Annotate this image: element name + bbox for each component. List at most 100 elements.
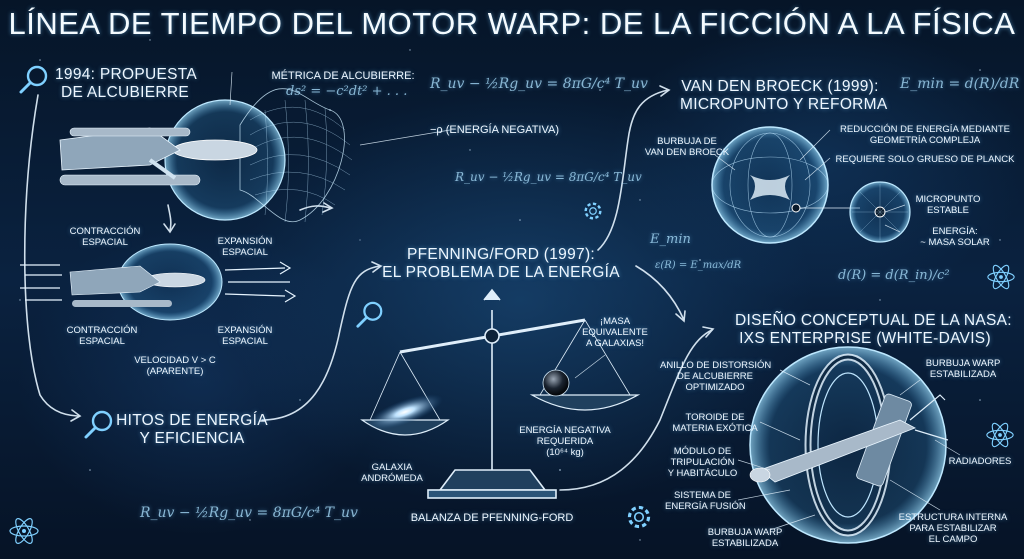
label-line: SISTEMA DE <box>673 490 731 501</box>
label-line: ANDRÓMEDA <box>361 473 423 484</box>
label-line: ESTABILIZADA <box>711 538 779 549</box>
velocity-label: VELOCIDAD V > C (APARENTE) <box>115 355 235 377</box>
label-line: Y HABITÁCULO <box>667 468 738 479</box>
label-line: EQUIVALENTE <box>582 327 648 338</box>
label-line: ENERGÍA: <box>932 226 978 237</box>
heading-line: HITOS DE ENERGÍA <box>116 412 268 429</box>
label-line: DE ALCUBIERRE <box>676 371 754 382</box>
label-line: GEOMETRÍA COMPLEJA <box>869 135 981 146</box>
contraction-top-label: CONTRACCIÓN ESPACIAL <box>60 226 150 248</box>
label-line: BURBUJA WARP <box>925 358 1001 369</box>
expansion-top-label: EXPANSIÓN ESPACIAL <box>200 236 290 258</box>
arrow-to-pfenning <box>261 265 381 421</box>
label-line: EL CAMPO <box>928 534 978 545</box>
ixs-enterprise-illustration <box>749 346 949 544</box>
heading-line: EL PROBLEMA DE LA ENERGÍA <box>382 264 620 281</box>
negative-energy-required-label: ENERGÍA NEGATIVA REQUERIDA (10⁶⁴ kg) <box>510 425 620 458</box>
label-line: ~ MASA SOLAR <box>920 237 990 248</box>
negative-energy-label: −ρ (ENERGÍA NEGATIVA) <box>430 124 560 136</box>
exotic-toroid-label: TOROIDE DE MATERIA EXÓTICA <box>670 412 760 434</box>
warp-bubble-ship-illustration <box>20 243 297 321</box>
pfenning-heading: PFENNING/FORD (1997): EL PROBLEMA DE LA … <box>376 246 626 282</box>
label-line: MICROPUNTO <box>915 194 981 205</box>
metric-equation: ds² = −c²dt² + . . . <box>286 84 408 99</box>
label-line: VAN DEN BROECK <box>644 147 730 158</box>
label-line: GALAXIA <box>371 462 413 473</box>
label-line: PARA ESTABILIZAR <box>909 523 997 534</box>
arrow-pfenning-to-nasa <box>635 265 685 321</box>
metric-label: MÉTRICA DE ALCUBIERRE: <box>271 70 415 82</box>
arrow-bubble-down <box>167 204 172 231</box>
label-line: VELOCIDAD V > C <box>134 355 216 366</box>
heading-line: IXS ENTERPRISE (WHITE-DAVIS) <box>739 330 991 347</box>
label-line: CONTRACCIÓN <box>66 325 138 336</box>
magnifier-icon <box>84 410 113 439</box>
atom-icon <box>986 422 1014 448</box>
heading-line: 1994: PROPUESTA <box>55 66 198 83</box>
field-equation-top: R_uv − ½Rg_uv = 8πG/c⁴ T_uv <box>430 76 648 92</box>
dR-equation: d(R) = d(R_in)/c² <box>838 268 950 283</box>
alcubierre-ring-label: ANILLO DE DISTORSIÓN DE ALCUBIERRE OPTIM… <box>660 360 772 393</box>
label-line: BURBUJA DE <box>657 136 717 147</box>
energy-reduction-label: REDUCCIÓN DE ENERGÍA MEDIANTE GEOMETRÍA … <box>830 124 1020 146</box>
internal-structure-label: ESTRUCTURA INTERNA PARA ESTABILIZAR EL C… <box>898 512 1008 545</box>
crew-module-label: MÓDULO DE TRIPULACIÓN Y HABITÁCULO <box>665 446 740 479</box>
micropoint-label: MICROPUNTO ESTABLE <box>908 194 988 216</box>
label-line: MATERIA EXÓTICA <box>672 423 758 434</box>
label-line: CONTRACCIÓN <box>69 226 141 237</box>
warp-bubble-bottom-label: BURBUJA WARP ESTABILIZADA <box>700 527 790 549</box>
label-line: ESTRUCTURA INTERNA <box>898 512 1008 523</box>
section-1994-heading: 1994: PROPUESTA DE ALCUBIERRE <box>55 66 198 102</box>
label-line: EXPANSIÓN <box>217 236 273 247</box>
label-line: ESPACIAL <box>82 237 128 248</box>
label-line: (APARENTE) <box>146 366 204 377</box>
magnifier-icon <box>19 65 48 94</box>
gear-icon <box>627 505 651 529</box>
heading-line: DISEÑO CONCEPTUAL DE LA NASA: <box>735 312 1012 329</box>
label-line: ESPACIAL <box>222 336 268 347</box>
magnifier-icon <box>356 301 383 328</box>
label-line: ¡MASA <box>599 316 631 327</box>
atom-icon <box>987 264 1015 290</box>
label-line: BURBUJA WARP <box>707 527 783 538</box>
label-line: ENERGÍA NEGATIVA <box>519 425 611 436</box>
gear-icon <box>584 202 602 220</box>
label-line: ESPACIAL <box>79 336 125 347</box>
label-line: ENERGÍA FUSIÓN <box>665 501 746 512</box>
mass-equivalent-note: ¡MASA EQUIVALENTE A GALAXIAS! <box>575 316 655 349</box>
label-line: ESTABLE <box>926 205 970 216</box>
label-line: ANILLO DE DISTORSIÓN <box>660 360 772 371</box>
flow-arrows <box>23 85 715 491</box>
solar-mass-label: ENERGÍA: ~ MASA SOLAR <box>905 226 1005 248</box>
vdb-bubble-label: BURBUJA DE VAN DEN BROECK <box>642 136 732 158</box>
alcubierre-ship-illustration <box>59 88 353 223</box>
emin-equation-middle: E_min <box>650 232 691 247</box>
label-line: ESPACIAL <box>222 247 268 258</box>
heading-line: Y EFICIENCIA <box>139 430 245 447</box>
van-den-broeck-illustration <box>711 126 911 244</box>
page-title: LÍNEA DE TIEMPO DEL MOTOR WARP: DE LA FI… <box>8 6 1016 41</box>
heading-line: PFENNING/FORD (1997): <box>406 246 596 263</box>
label-line: REQUERIDA <box>536 436 594 447</box>
label-line: (10⁶⁴ kg) <box>546 447 584 458</box>
atom-icon <box>9 518 39 544</box>
starfield <box>19 39 1001 541</box>
radiators-label: RADIADORES <box>948 456 1012 467</box>
contraction-bottom-label: CONTRACCIÓN ESPACIAL <box>52 325 152 347</box>
label-line: ESTABILIZADA <box>929 369 997 380</box>
label-line: A GALAXIAS! <box>585 338 645 349</box>
field-equation-middle: R_uv − ½Rg_uv = 8πG/c⁴ T_uv <box>455 170 642 184</box>
milestones-heading: HITOS DE ENERGÍA Y EFICIENCIA <box>112 412 272 448</box>
label-line: MÓDULO DE <box>673 446 732 457</box>
heading-line: DE ALCUBIERRE <box>61 84 189 101</box>
heading-line: VAN DEN BROECK (1999): <box>681 78 879 95</box>
arrow-to-nasa <box>559 329 713 491</box>
label-line: TOROIDE DE <box>685 412 745 423</box>
heading-line: MICROPUNTO Y REFORMA <box>680 96 888 113</box>
vdb-heading: VAN DEN BROECK (1999): MICROPUNTO Y REFO… <box>680 78 888 114</box>
label-line: OPTIMIZADO <box>685 382 745 393</box>
andromeda-label: GALAXIA ANDRÓMEDA <box>352 462 432 484</box>
negative-energy-sphere <box>542 369 570 397</box>
